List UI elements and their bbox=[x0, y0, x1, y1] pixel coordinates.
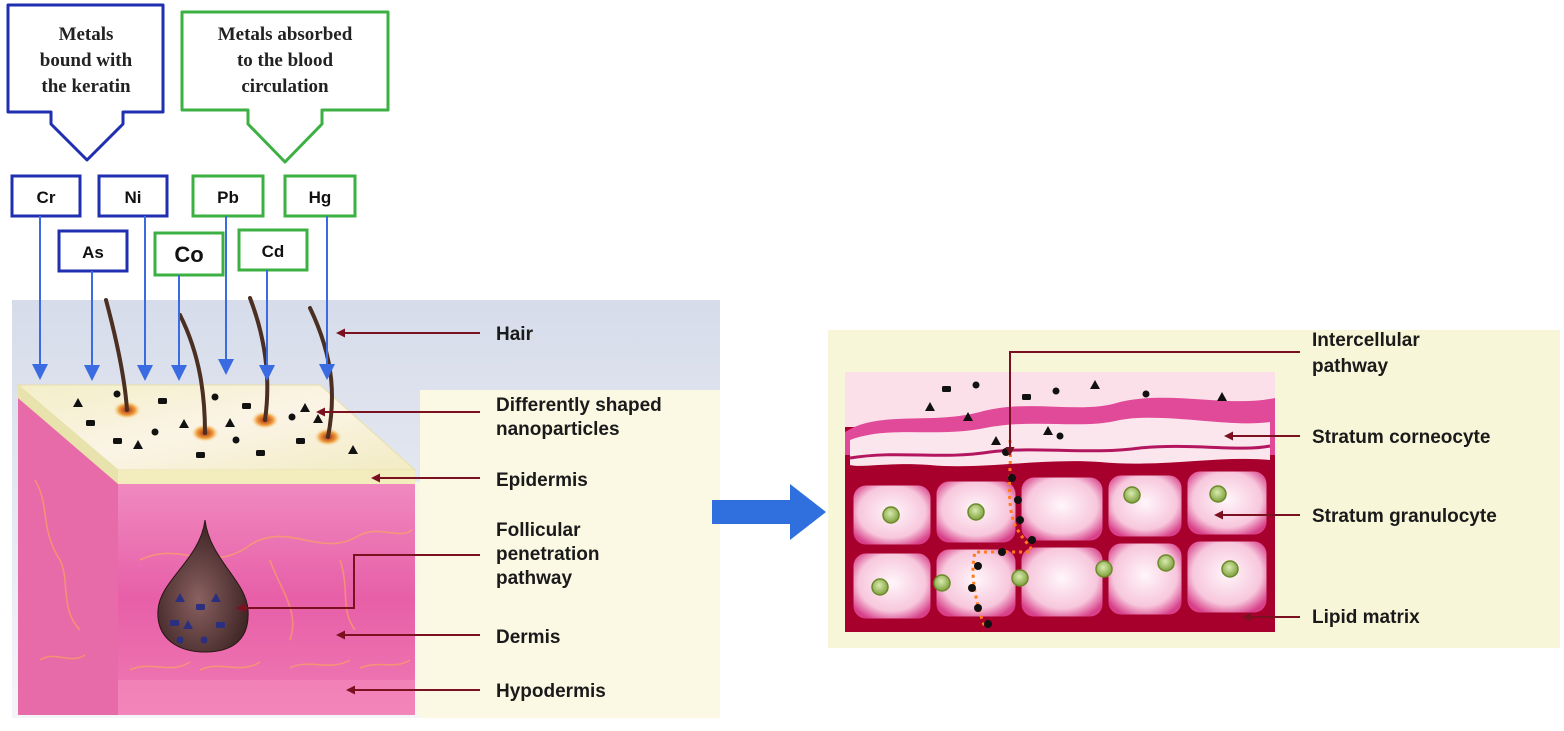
metal-penetration-arrows bbox=[32, 216, 335, 381]
surface-nanoparticles bbox=[73, 390, 358, 458]
granulocyte-cells bbox=[850, 468, 1270, 622]
metal-box-cd: Cd bbox=[237, 228, 309, 272]
label-intercellular-1: Intercellular bbox=[1312, 330, 1420, 351]
follicle-nanoparticles bbox=[170, 593, 225, 644]
svg-text:Co: Co bbox=[174, 242, 203, 267]
label-hypodermis: Hypodermis bbox=[496, 681, 606, 702]
stratum-nanoparticles bbox=[925, 380, 1227, 445]
cell-nuclei bbox=[871, 485, 1239, 596]
blood-line-1: Metals absorbed bbox=[218, 24, 353, 45]
label-stratum-corneocyte: Stratum corneocyte bbox=[1312, 427, 1490, 448]
label-hair: Hair bbox=[496, 324, 534, 345]
label-stratum-granulocyte: Stratum granulocyte bbox=[1312, 506, 1497, 527]
blood-line-2: to the blood bbox=[237, 50, 334, 71]
metal-box-hg: Hg bbox=[283, 174, 357, 218]
svg-text:Hg: Hg bbox=[309, 188, 332, 207]
blood-line-3: circulation bbox=[241, 76, 329, 97]
transition-arrow bbox=[712, 484, 826, 540]
metal-box-ni: Ni bbox=[97, 174, 169, 218]
label-follicular-2: penetration bbox=[496, 544, 599, 565]
svg-text:Cr: Cr bbox=[37, 188, 56, 207]
label-nanoparticles-2: nanoparticles bbox=[496, 419, 620, 440]
label-lipid-matrix: Lipid matrix bbox=[1312, 607, 1420, 628]
skin-block bbox=[12, 296, 720, 718]
label-nanoparticles-1: Differently shaped bbox=[496, 395, 662, 416]
metal-box-cr: Cr bbox=[10, 174, 82, 218]
blood-callout: Metals absorbed to the blood circulation bbox=[180, 10, 390, 164]
metal-box-pb: Pb bbox=[191, 174, 265, 218]
skin-pointers bbox=[236, 328, 480, 695]
label-follicular-3: pathway bbox=[496, 568, 572, 589]
keratin-callout: Metals bound with the keratin bbox=[6, 3, 165, 162]
metal-box-co: Co bbox=[153, 231, 225, 277]
metal-box-as: As bbox=[57, 229, 129, 273]
label-dermis: Dermis bbox=[496, 627, 560, 648]
label-intercellular-2: pathway bbox=[1312, 356, 1388, 377]
intercellular-route bbox=[968, 439, 1036, 629]
label-epidermis: Epidermis bbox=[496, 470, 588, 491]
label-follicular-1: Follicular bbox=[496, 520, 581, 541]
svg-text:Pb: Pb bbox=[217, 188, 239, 207]
svg-text:Cd: Cd bbox=[262, 242, 285, 261]
keratin-line-1: Metals bbox=[59, 24, 114, 45]
svg-text:As: As bbox=[82, 243, 104, 262]
svg-text:Ni: Ni bbox=[125, 188, 142, 207]
stratum-pointers bbox=[1005, 351, 1300, 622]
keratin-line-3: the keratin bbox=[41, 76, 131, 97]
keratin-line-2: bound with bbox=[40, 50, 133, 71]
